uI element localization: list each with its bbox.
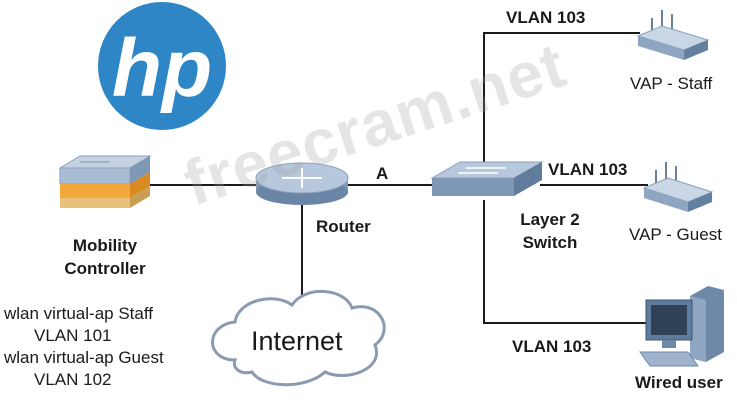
controller-label: Mobility Controller [45,234,165,280]
controller-label-line2: Controller [64,259,146,278]
vap-staff-icon [636,10,710,60]
router-label: Router [316,217,371,236]
vap-guest-icon [642,162,714,212]
internet-label: Internet [251,326,343,356]
vap-staff-label: VAP - Staff [630,74,713,93]
switch-label-line2: Switch [522,233,578,252]
mobility-controller-icon [58,155,152,208]
config-line-vlan101: VLAN 101 [34,326,112,345]
hp-logo-text: hp [112,23,212,114]
link-switch-wired [483,200,652,324]
vlan-guest-label: VLAN 103 [548,160,628,179]
wired-user-label: Wired user [635,373,723,392]
vap-guest-label: VAP - Guest [629,225,722,244]
controller-label-line1: Mobility [72,236,138,255]
switch-label-line1: Layer 2 [520,210,580,229]
connection-lines [148,32,652,324]
internet-cloud-icon [211,290,386,387]
controller-config: wlan virtual-ap Staff VLAN 101 wlan virt… [4,303,164,391]
switch-label: Layer 2 Switch [500,208,600,254]
vlan-staff-label: VLAN 103 [506,8,586,27]
layer2-switch-icon [430,161,544,196]
router-icon [255,162,349,205]
hp-logo: hp [98,2,226,130]
link-switch-staff [483,32,640,175]
link-a-label: A [376,164,389,183]
wired-user-workstation-icon [639,286,724,367]
vlan-wired-label: VLAN 103 [512,337,592,356]
config-line-staff: wlan virtual-ap Staff [4,304,153,323]
config-line-vlan102: VLAN 102 [34,370,112,389]
config-line-guest: wlan virtual-ap Guest [4,348,164,367]
